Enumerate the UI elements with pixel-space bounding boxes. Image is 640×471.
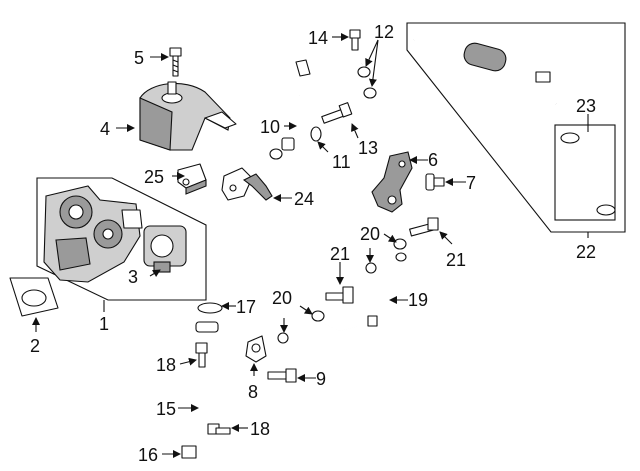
washer-part-11b: [269, 148, 283, 160]
washer-part-20d: [277, 332, 289, 344]
bolt-part-21b: [325, 286, 354, 304]
callout-16: 16: [138, 445, 158, 465]
bracket-part-24: [221, 167, 273, 201]
callout-18-top: 18: [156, 355, 176, 375]
leader-lines: [32, 33, 589, 458]
hose-part-23: [560, 132, 616, 216]
washer-part-12b: [363, 87, 377, 99]
bolt-part-5: [169, 47, 182, 77]
gasket-part-16: [181, 445, 197, 459]
turbocharger-part-1: [43, 185, 143, 283]
washer-part-11: [310, 126, 322, 142]
actuator-part-3: [143, 225, 187, 273]
intake-pipe-part-22: [413, 30, 558, 105]
gasket-part-17: [197, 302, 223, 314]
flange-part-8: [245, 335, 267, 363]
washer-part-20c: [365, 262, 377, 274]
bolt-part-9: [267, 368, 297, 383]
bolt-part-7: [425, 173, 445, 191]
callout-22: 22: [576, 242, 596, 262]
callout-21-left: 21: [330, 244, 350, 264]
callout-17: 17: [236, 297, 256, 317]
bracket-part-6: [371, 151, 413, 213]
callout-5: 5: [134, 48, 144, 68]
bolt-part-13: [321, 102, 353, 124]
callout-1: 1: [99, 314, 109, 334]
callout-21-right: 21: [446, 250, 466, 270]
gasket-part-2: [9, 277, 59, 317]
washer-part-20b: [311, 310, 325, 322]
coolant-pipe-part-15: [181, 321, 228, 454]
callout-20-left: 20: [272, 288, 292, 308]
bolt-part-18b: [207, 423, 231, 435]
oil-line-part-10: [281, 59, 363, 151]
callout-14: 14: [308, 28, 328, 48]
heat-shield-part-4: [139, 81, 237, 151]
callout-15: 15: [156, 399, 176, 419]
bolt-part-14: [349, 29, 361, 51]
washer-part-12a: [357, 66, 371, 78]
hose-inner-box: [554, 124, 616, 221]
callout-6: 6: [428, 150, 438, 170]
oil-return-line-part-19: [311, 252, 407, 332]
callout-11: 11: [332, 152, 351, 172]
callout-3: 3: [128, 267, 138, 287]
callout-4: 4: [100, 119, 110, 139]
callout-18-bottom: 18: [250, 419, 270, 439]
callout-13: 13: [358, 138, 378, 158]
callout-20-top: 20: [360, 224, 380, 244]
callout-12: 12: [374, 22, 394, 42]
callout-19: 19: [408, 290, 428, 310]
bracket-part-25: [177, 163, 207, 195]
callout-labels: 5 4 14 12 10 11 13 6 7 25 24 23 22 20 21…: [30, 22, 596, 465]
bolt-part-21a: [409, 217, 439, 237]
washer-part-20a: [393, 238, 407, 250]
callout-10: 10: [260, 117, 280, 137]
callout-8: 8: [248, 382, 258, 402]
callout-24: 24: [294, 189, 314, 209]
callout-25: 25: [144, 167, 164, 187]
callout-9: 9: [316, 369, 326, 389]
callout-23: 23: [576, 96, 596, 116]
callout-7: 7: [466, 173, 476, 193]
callout-2: 2: [30, 336, 40, 356]
turbo-assembly-box: [36, 177, 207, 301]
bolt-part-18a: [195, 342, 208, 368]
